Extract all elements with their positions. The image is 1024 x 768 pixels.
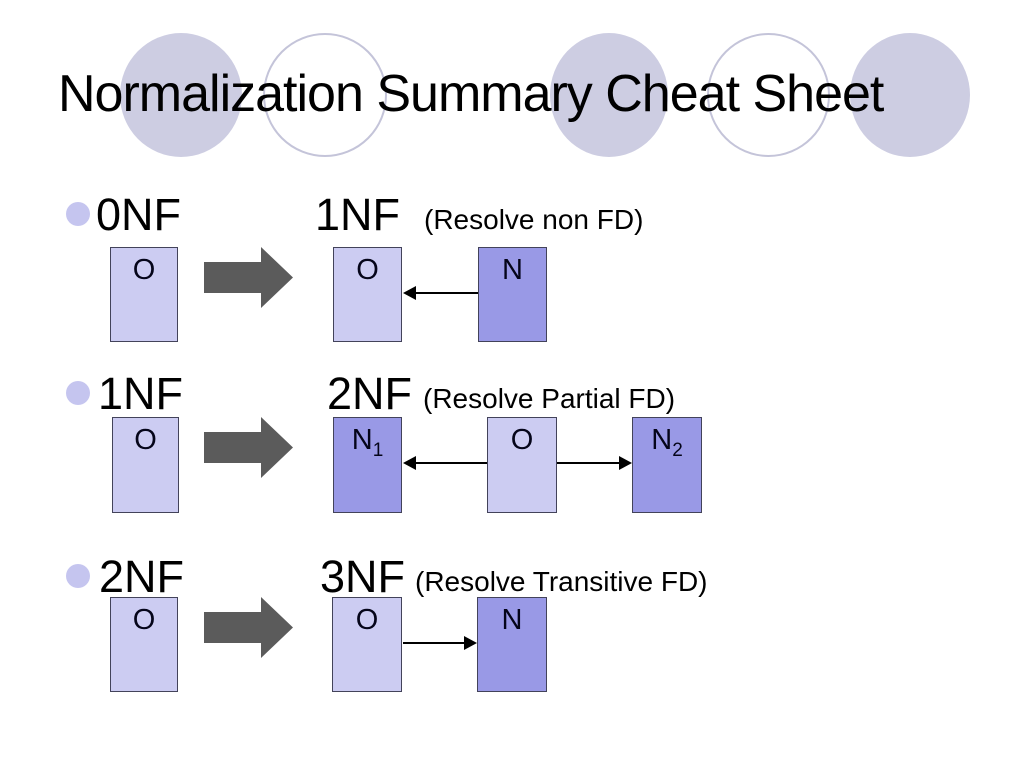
decorative-circle-filled-3 [850,33,970,157]
entity-box-o: O [332,597,402,692]
connector-arrowhead-left-icon [403,286,416,300]
entity-box-n2: N2 [632,417,702,513]
entity-box-label: N1 [351,424,384,461]
entity-box-o: O [110,247,178,342]
entity-box-n: N [478,247,547,342]
row3-result-label: 3NF [320,551,406,602]
entity-box-n: N [477,597,547,692]
bullet-icon [66,564,90,588]
row2-source-label: 1NF [98,368,184,419]
transform-arrow-icon [204,417,293,478]
entity-box-o: O [110,597,178,692]
decorative-circle-filled-1 [120,33,242,157]
transform-arrow-icon [204,247,293,308]
connector-line [414,462,487,464]
entity-box-label: N [501,604,523,636]
row2-result-label: 2NF [327,368,413,419]
slide-title: Normalization Summary Cheat Sheet [58,65,884,123]
entity-box-label: O [510,424,534,456]
row3-note: (Resolve Transitive FD) [415,566,708,597]
transform-arrow-icon [204,597,293,658]
decorative-circle-outline-2 [707,33,830,157]
entity-box-label: O [132,604,156,636]
decorative-circle-filled-2 [550,33,668,157]
connector-arrowhead-left-icon [403,456,416,470]
row3-source-label: 2NF [99,551,185,602]
entity-box-label: O [134,424,157,456]
entity-box-o: O [333,247,402,342]
entity-box-label: N2 [651,424,683,461]
entity-box-label: N [502,254,523,286]
entity-box-o: O [487,417,557,513]
connector-arrowhead-right-icon [464,636,477,650]
connector-line [557,462,620,464]
decorative-circle-outline-1 [263,33,387,157]
entity-box-label: O [355,604,379,636]
connector-line [403,642,465,644]
row1-note: (Resolve non FD) [424,204,644,235]
connector-arrowhead-right-icon [619,456,632,470]
entity-box-label: O [356,254,379,286]
row1-source-label: 0NF [96,189,182,240]
connector-line [414,292,478,294]
row1-result-label: 1NF [315,189,401,240]
entity-box-n1: N1 [333,417,402,513]
entity-box-label: O [132,254,156,286]
row2-note: (Resolve Partial FD) [423,383,676,414]
entity-box-o: O [112,417,179,513]
bullet-icon [66,381,90,405]
bullet-icon [66,202,90,226]
